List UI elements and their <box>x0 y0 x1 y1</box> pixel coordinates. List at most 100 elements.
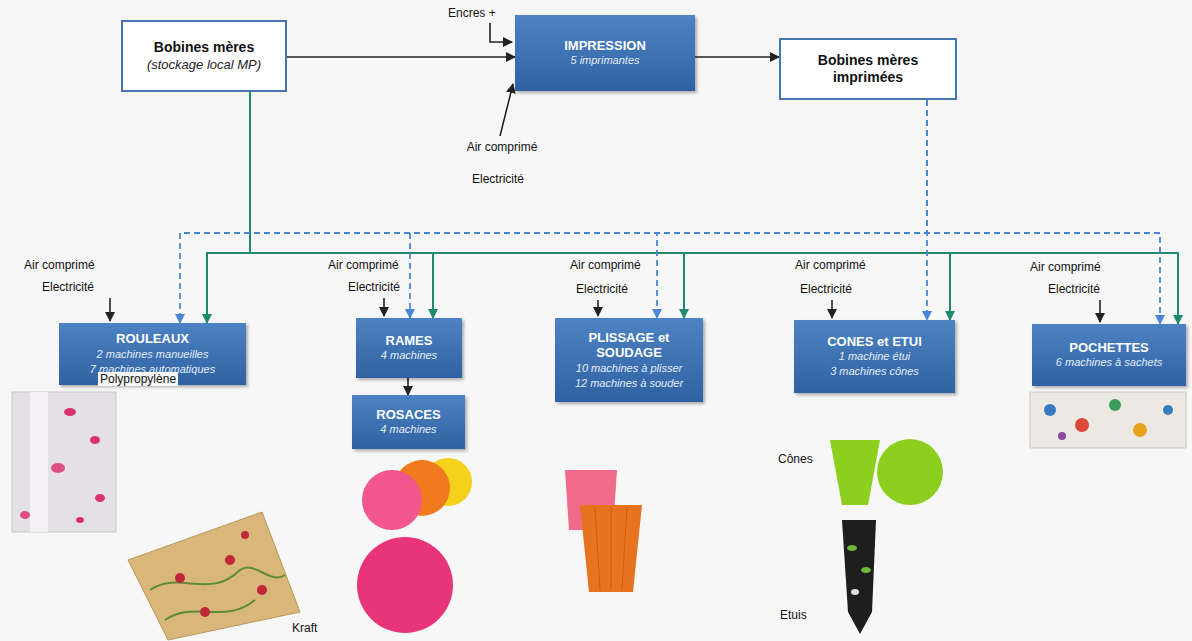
node-detail: 5 imprimantes <box>570 53 639 68</box>
kraft-flower <box>241 531 249 539</box>
annotation-label: Cônes <box>776 452 815 466</box>
pochette-print <box>1109 399 1121 411</box>
annotation-label: Electricité <box>1046 282 1102 296</box>
ink-arrow <box>490 23 512 42</box>
annotation-label: Air comprimé <box>22 258 97 272</box>
pochette-sheet <box>1030 392 1186 448</box>
supply-arrow <box>109 298 111 321</box>
annotation-label: Electricité <box>798 282 854 296</box>
annotation-label: Electricité <box>470 172 526 186</box>
flow-connector <box>410 100 927 318</box>
node-detail: 10 machines à plisser <box>576 361 682 376</box>
etui-picture <box>842 520 876 634</box>
node-heading: ROSACES <box>376 407 440 423</box>
cones-picture <box>830 439 943 505</box>
node-detail: 4 machines <box>380 422 436 437</box>
annotation-label: Encres + <box>446 6 498 20</box>
node-detail: 3 machines cônes <box>830 364 919 379</box>
pochette-print <box>1044 404 1056 416</box>
node-detail: 6 machines à sachets <box>1056 355 1162 370</box>
supply-arrow <box>500 84 513 136</box>
pleated-cups <box>565 470 642 592</box>
etui-leaf <box>861 567 871 573</box>
supply-arrow <box>1099 300 1101 322</box>
pochette-print <box>1075 418 1089 432</box>
rosace-disc <box>357 537 453 633</box>
node-heading: Bobines mères imprimées <box>798 52 938 86</box>
storage-box: Bobines mères imprimées <box>779 38 957 100</box>
flow-connector <box>207 92 250 323</box>
roll-shine <box>30 392 48 532</box>
pochette-print <box>1058 432 1066 440</box>
cone-shape <box>830 440 880 505</box>
annotation-label: Air comprimé <box>1028 260 1103 274</box>
pochette-print <box>1163 405 1173 415</box>
roll-spot <box>76 517 84 523</box>
node-heading: RAMES <box>386 333 433 349</box>
flow-connector <box>250 92 684 318</box>
kraft-sheet <box>128 512 300 640</box>
node-detail: 2 machines manueilles <box>97 347 209 362</box>
annotation-label: Electricité <box>574 282 630 296</box>
flow-connector <box>657 100 927 318</box>
node-heading: IMPRESSION <box>564 38 646 54</box>
flow-connector <box>695 56 779 58</box>
process-box: RAMES4 machines <box>356 318 462 378</box>
roll-spot <box>51 463 65 473</box>
kraft-flower <box>200 607 210 617</box>
flow-connector <box>180 100 927 323</box>
process-box: PLISSAGE et SOUDAGE10 machines à plisser… <box>555 318 703 402</box>
annotation-label: Kraft <box>290 621 319 635</box>
annotation-label: Etuis <box>778 608 809 622</box>
annotation-label: Air comprimé <box>793 258 868 272</box>
pochettes-picture <box>1030 392 1186 448</box>
process-box: IMPRESSION5 imprimantes <box>515 15 695 91</box>
flow-connector <box>927 100 1160 324</box>
annotation-label: Electricité <box>346 280 402 294</box>
flow-connector <box>287 56 515 58</box>
flow-connector <box>250 92 433 318</box>
process-box: POCHETTES6 machines à sachets <box>1032 324 1186 386</box>
flow-connector <box>250 92 950 320</box>
cone-disc <box>877 439 943 505</box>
cup-pleat <box>622 507 627 590</box>
kraft-paper <box>128 512 300 640</box>
storage-box: Bobines mères(stockage local MP) <box>121 20 287 92</box>
node-heading: CONES et ETUI <box>827 334 922 350</box>
kraft-vine <box>165 600 255 620</box>
node-heading: POCHETTES <box>1069 340 1148 356</box>
rosaces-picture <box>357 458 472 633</box>
roll-body <box>12 392 116 532</box>
roll-spot <box>64 408 76 416</box>
node-detail: 12 machines à souder <box>575 376 683 391</box>
etui-leaf <box>851 589 859 595</box>
cup-orange <box>580 505 642 592</box>
cup-pleat <box>611 507 612 590</box>
supply-arrow <box>597 300 599 316</box>
roll-spot <box>90 436 100 444</box>
node-heading: PLISSAGE et SOUDAGE <box>569 330 689 361</box>
flow-connector <box>250 92 1178 324</box>
annotation-label: Air comprimé <box>326 258 401 272</box>
rosace-disc <box>362 470 422 530</box>
annotation-label: Polypropylène <box>98 372 178 386</box>
roll-spot <box>95 494 105 502</box>
node-detail: 4 machines <box>381 348 437 363</box>
process-box: ROSACES4 machines <box>352 395 465 449</box>
etui-leaf <box>847 545 857 551</box>
node-heading: Bobines mères <box>154 39 254 56</box>
kraft-flower <box>175 573 185 583</box>
supply-arrow <box>383 298 385 316</box>
supply-arrow <box>831 300 833 318</box>
roll-spot <box>20 511 30 519</box>
annotation-label: Air comprimé <box>568 258 643 272</box>
kraft-flower <box>225 555 235 565</box>
polypropylene-roll <box>12 392 116 532</box>
cup-pleat <box>595 507 600 590</box>
process-box: CONES et ETUI1 machine étui3 machines cô… <box>794 320 955 393</box>
node-heading: ROULEAUX <box>116 331 189 347</box>
annotation-label: Air comprimé <box>462 140 542 154</box>
node-detail: (stockage local MP) <box>147 56 261 74</box>
flow-connector <box>407 378 409 395</box>
